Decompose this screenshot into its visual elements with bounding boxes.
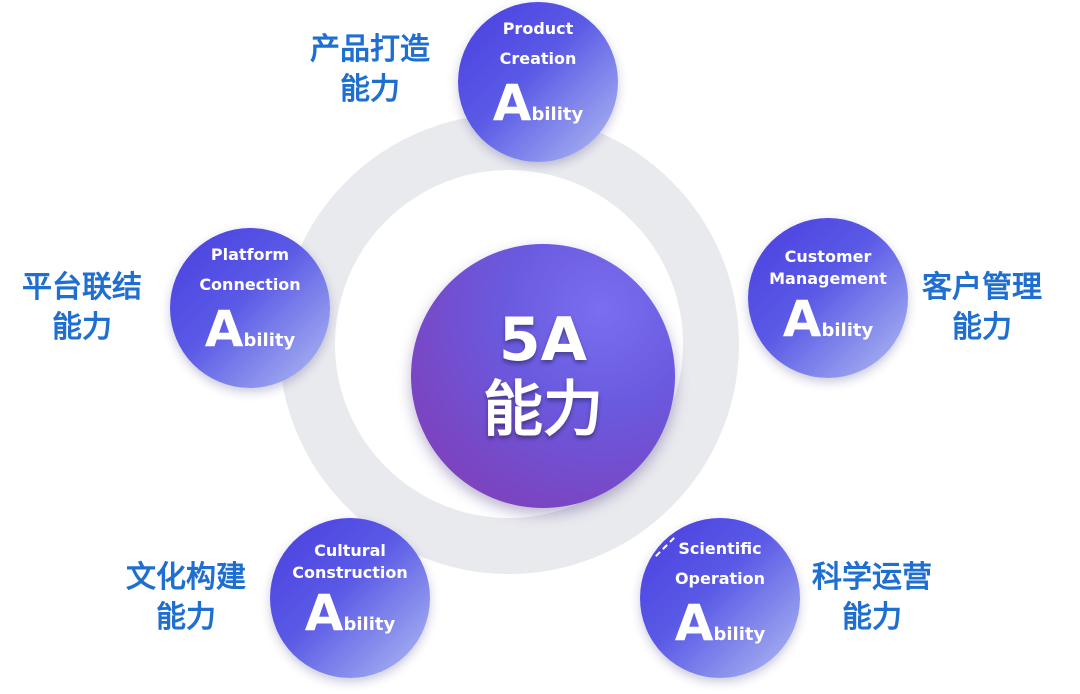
node-title-line2: Connection xyxy=(199,275,301,294)
ability-suffix: bility xyxy=(343,614,396,635)
label-line1: 产品打造 xyxy=(310,32,430,67)
label-line2: 能力 xyxy=(52,310,112,345)
label-line1: 科学运营 xyxy=(812,560,932,595)
node-title-line2: Creation xyxy=(499,49,577,68)
label-cultural-construction: 文化构建 能力 xyxy=(126,558,246,638)
node-customer-management: Customer Management Ability xyxy=(748,218,908,378)
ability-big-letter: A xyxy=(204,300,244,358)
label-scientific-operation: 科学运营 能力 xyxy=(812,558,932,638)
ability-suffix: bility xyxy=(821,320,874,341)
node-cultural-construction: Cultural Construction Ability xyxy=(270,518,430,678)
ability-mark: Ability xyxy=(675,598,765,648)
label-line1: 客户管理 xyxy=(922,270,1042,305)
center-circle: 5A 能力 xyxy=(411,244,675,508)
ability-mark: Ability xyxy=(305,588,395,638)
label-line1: 平台联结 xyxy=(22,270,142,305)
label-product-creation: 产品打造 能力 xyxy=(310,30,430,110)
ability-suffix: bility xyxy=(713,624,766,645)
ability-big-letter: A xyxy=(304,584,344,642)
ability-suffix: bility xyxy=(531,104,584,125)
node-title-line1: Product xyxy=(502,19,574,38)
ability-mark: Ability xyxy=(205,304,295,354)
label-line1: 文化构建 xyxy=(126,560,246,595)
ability-big-letter: A xyxy=(492,74,532,132)
ability-mark: Ability xyxy=(493,78,583,128)
ability-mark: Ability xyxy=(783,294,873,344)
label-platform-connection: 平台联结 能力 xyxy=(22,268,142,348)
node-title-line2: Construction xyxy=(292,563,408,582)
ability-big-letter: A xyxy=(674,594,714,652)
ability-suffix: bility xyxy=(243,330,296,351)
node-title-line2: Management xyxy=(769,269,887,288)
ability-big-letter: A xyxy=(782,290,822,348)
label-line2: 能力 xyxy=(340,72,400,107)
node-title-line2: Operation xyxy=(674,569,766,588)
node-product-creation: Product Creation Ability xyxy=(458,2,618,162)
node-title-line1: Platform xyxy=(210,245,290,264)
label-line2: 能力 xyxy=(842,600,902,635)
label-customer-management: 客户管理 能力 xyxy=(922,268,1042,348)
center-title-line1: 5A xyxy=(498,305,588,375)
node-scientific-operation: Scientific Operation Ability xyxy=(640,518,800,678)
label-line2: 能力 xyxy=(952,310,1012,345)
center-title-line2: 能力 xyxy=(483,375,603,445)
node-title-line1: Scientific xyxy=(678,539,762,558)
node-title-line1: Customer xyxy=(784,247,872,266)
node-platform-connection: Platform Connection Ability xyxy=(170,228,330,388)
node-title-line1: Cultural xyxy=(314,541,386,560)
label-line2: 能力 xyxy=(156,600,216,635)
